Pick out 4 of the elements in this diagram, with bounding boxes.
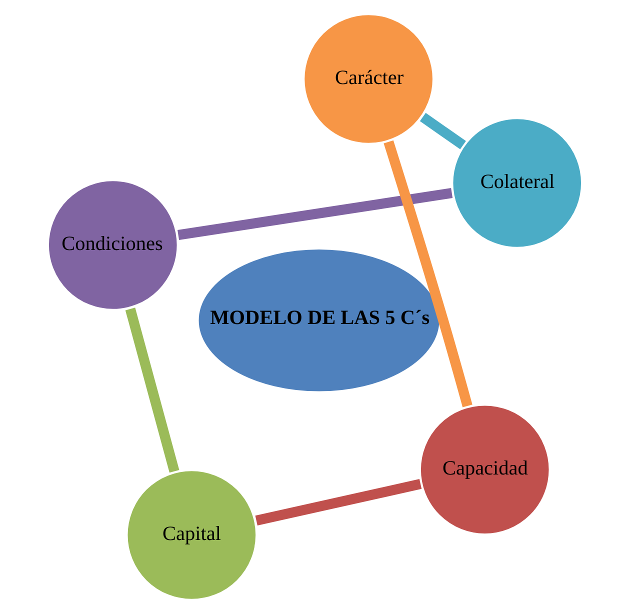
connector xyxy=(255,479,422,526)
connector xyxy=(384,140,472,408)
connector xyxy=(125,308,180,473)
connector xyxy=(420,112,466,150)
